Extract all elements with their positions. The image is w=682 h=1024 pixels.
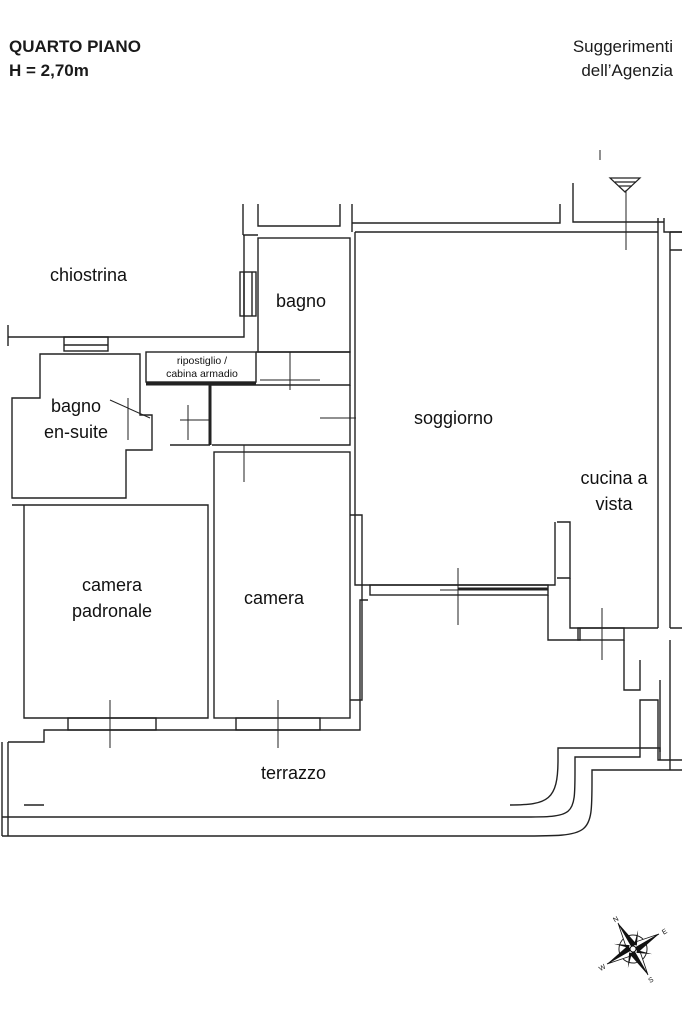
- label-ripostiglio: ripostiglio / cabina armadio: [166, 355, 238, 380]
- ceiling-height: H = 2,70m: [9, 61, 89, 80]
- chiostrina-boundary: [7, 235, 245, 352]
- label-bagno: bagno: [276, 291, 327, 311]
- compass-e: E: [661, 928, 669, 937]
- cucina-walls: [547, 521, 658, 691]
- label-terrazzo: terrazzo: [261, 763, 327, 783]
- label-soggiorno: soggiorno: [414, 408, 494, 428]
- soggiorno-walls: [354, 231, 658, 596]
- corridor-walls: [170, 351, 351, 446]
- compass-rose-icon: N S E W: [598, 916, 669, 985]
- floor-info: QUARTO PIANO H = 2,70m: [9, 35, 141, 83]
- upper-walls: [242, 183, 682, 629]
- label-bagno-ensuite: bagno en-suite: [43, 396, 109, 442]
- bagno-ensuite-walls: [11, 353, 153, 499]
- label-camera-padronale: camera padronale: [71, 575, 153, 621]
- door-marks: [109, 150, 627, 748]
- entrance-marker: [608, 177, 642, 193]
- terrace-walls: [1, 599, 682, 837]
- label-camera: camera: [244, 588, 305, 608]
- agency-note-line1: Suggerimenti: [572, 37, 673, 56]
- compass-s: S: [647, 976, 655, 985]
- label-cucina: cucina a vista: [580, 468, 648, 514]
- ripostiglio-walls: [145, 351, 257, 445]
- compass-w: W: [598, 963, 608, 973]
- compass-n: N: [612, 916, 620, 925]
- floor-title: QUARTO PIANO: [9, 37, 141, 56]
- agency-note: Suggerimenti dell’Agenzia: [573, 35, 673, 83]
- label-chiostrina: chiostrina: [50, 265, 128, 285]
- agency-note-line2: dell’Agenzia: [581, 61, 673, 80]
